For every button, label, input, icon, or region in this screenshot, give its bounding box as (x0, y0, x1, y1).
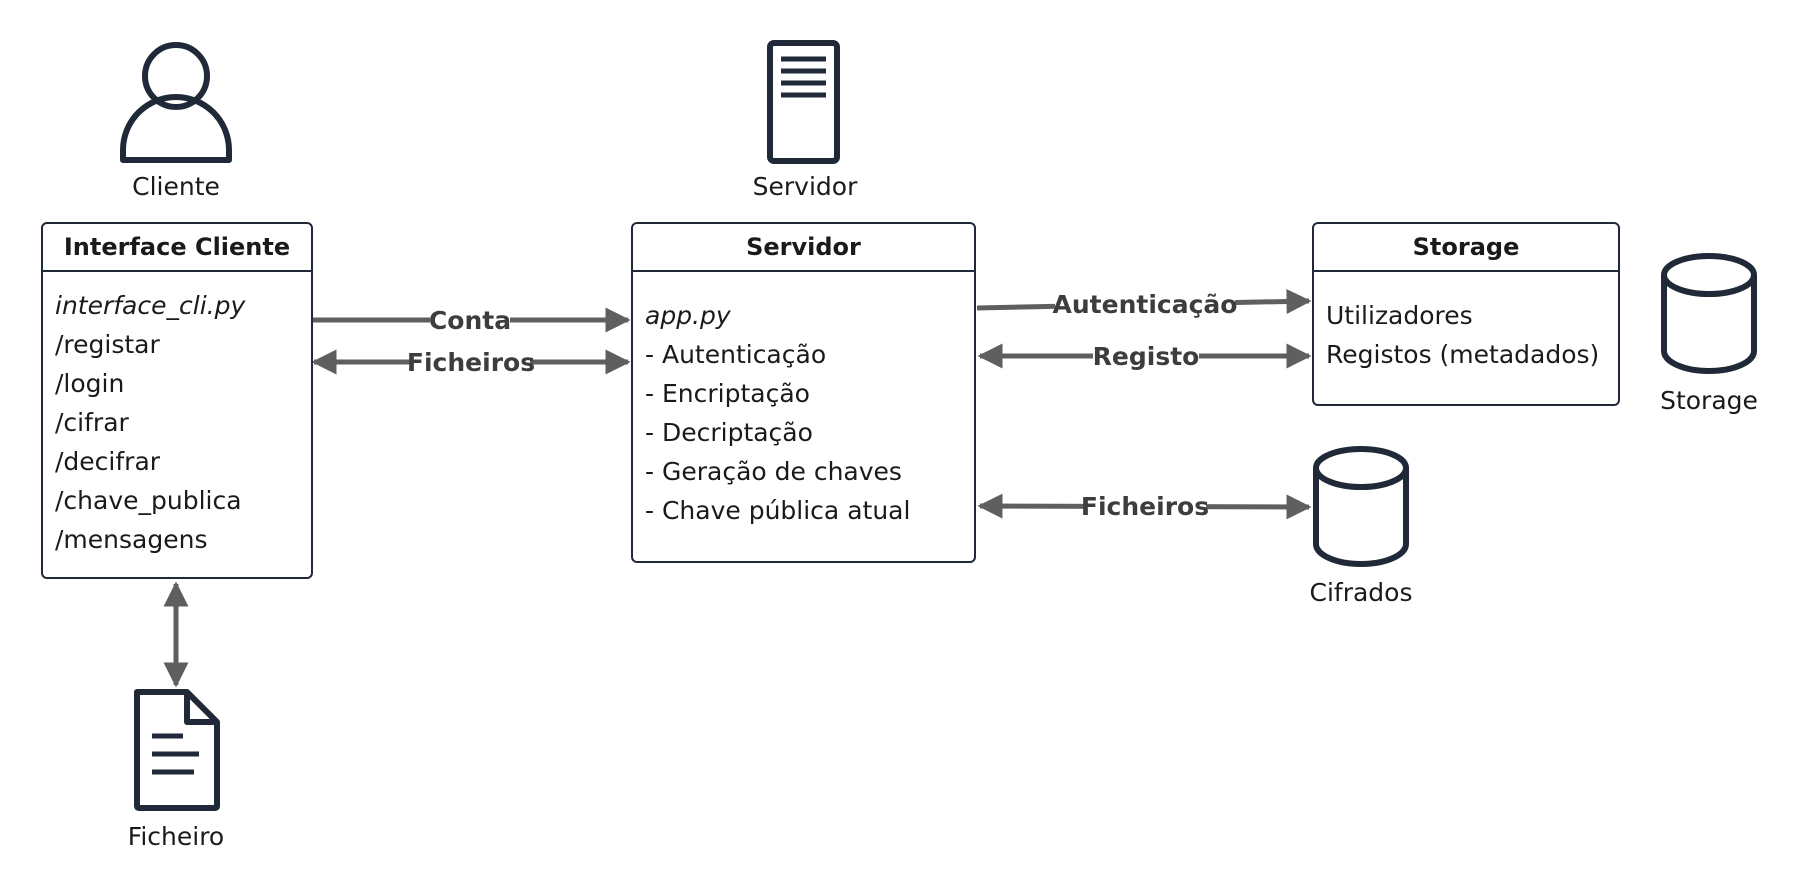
storage-box-body: Utilizadores Registos (metadados) (1314, 272, 1618, 374)
interface-file-name: interface_cli.py (55, 291, 246, 320)
storage-box: Storage Utilizadores Registos (metadados… (1312, 222, 1620, 406)
user-icon (120, 42, 232, 163)
edge-registo-label: Registo (1093, 342, 1200, 371)
server-box-title: Servidor (633, 224, 974, 272)
edge-conta-label: Conta (429, 306, 511, 335)
edge-autenticacao-label: Autenticação (1053, 290, 1238, 319)
server-function-item: - Encriptação (645, 379, 810, 408)
storage-item: Utilizadores (1326, 301, 1473, 330)
edge-ficheiros-client-label: Ficheiros (407, 348, 535, 377)
server-box: Servidor app.py - Autenticação - Encript… (631, 222, 976, 563)
storage-box-title: Storage (1314, 224, 1618, 272)
storage-item: Registos (metadados) (1326, 340, 1600, 369)
interface-client-box: Interface Cliente interface_cli.py /regi… (41, 222, 313, 579)
server-file-name: app.py (645, 301, 731, 330)
endpoint-item: /chave_publica (55, 486, 242, 515)
database-icon (1313, 446, 1409, 567)
endpoint-item: /cifrar (55, 408, 129, 437)
cliente-label: Cliente (132, 172, 220, 201)
endpoint-item: /decifrar (55, 447, 161, 476)
interface-client-body: interface_cli.py /registar /login /cifra… (43, 272, 311, 559)
server-function-item: - Chave pública atual (645, 496, 911, 525)
server-function-item: - Decriptação (645, 418, 813, 447)
endpoint-item: /registar (55, 330, 160, 359)
database-icon (1661, 253, 1757, 374)
ficheiro-label: Ficheiro (127, 822, 225, 851)
server-function-item: - Autenticação (645, 340, 827, 369)
document-icon (134, 689, 220, 811)
server-function-item: - Geração de chaves (645, 457, 902, 486)
edge-ficheiros-cifrados-label: Ficheiros (1081, 492, 1209, 521)
interface-client-title: Interface Cliente (43, 224, 311, 272)
endpoint-item: /mensagens (55, 525, 208, 554)
server-box-body: app.py - Autenticação - Encriptação - De… (633, 272, 974, 530)
storage-label: Storage (1660, 386, 1758, 415)
endpoint-item: /login (55, 369, 125, 398)
servidor-label: Servidor (752, 172, 858, 201)
cifrados-label: Cifrados (1309, 578, 1413, 607)
server-icon (767, 40, 840, 164)
